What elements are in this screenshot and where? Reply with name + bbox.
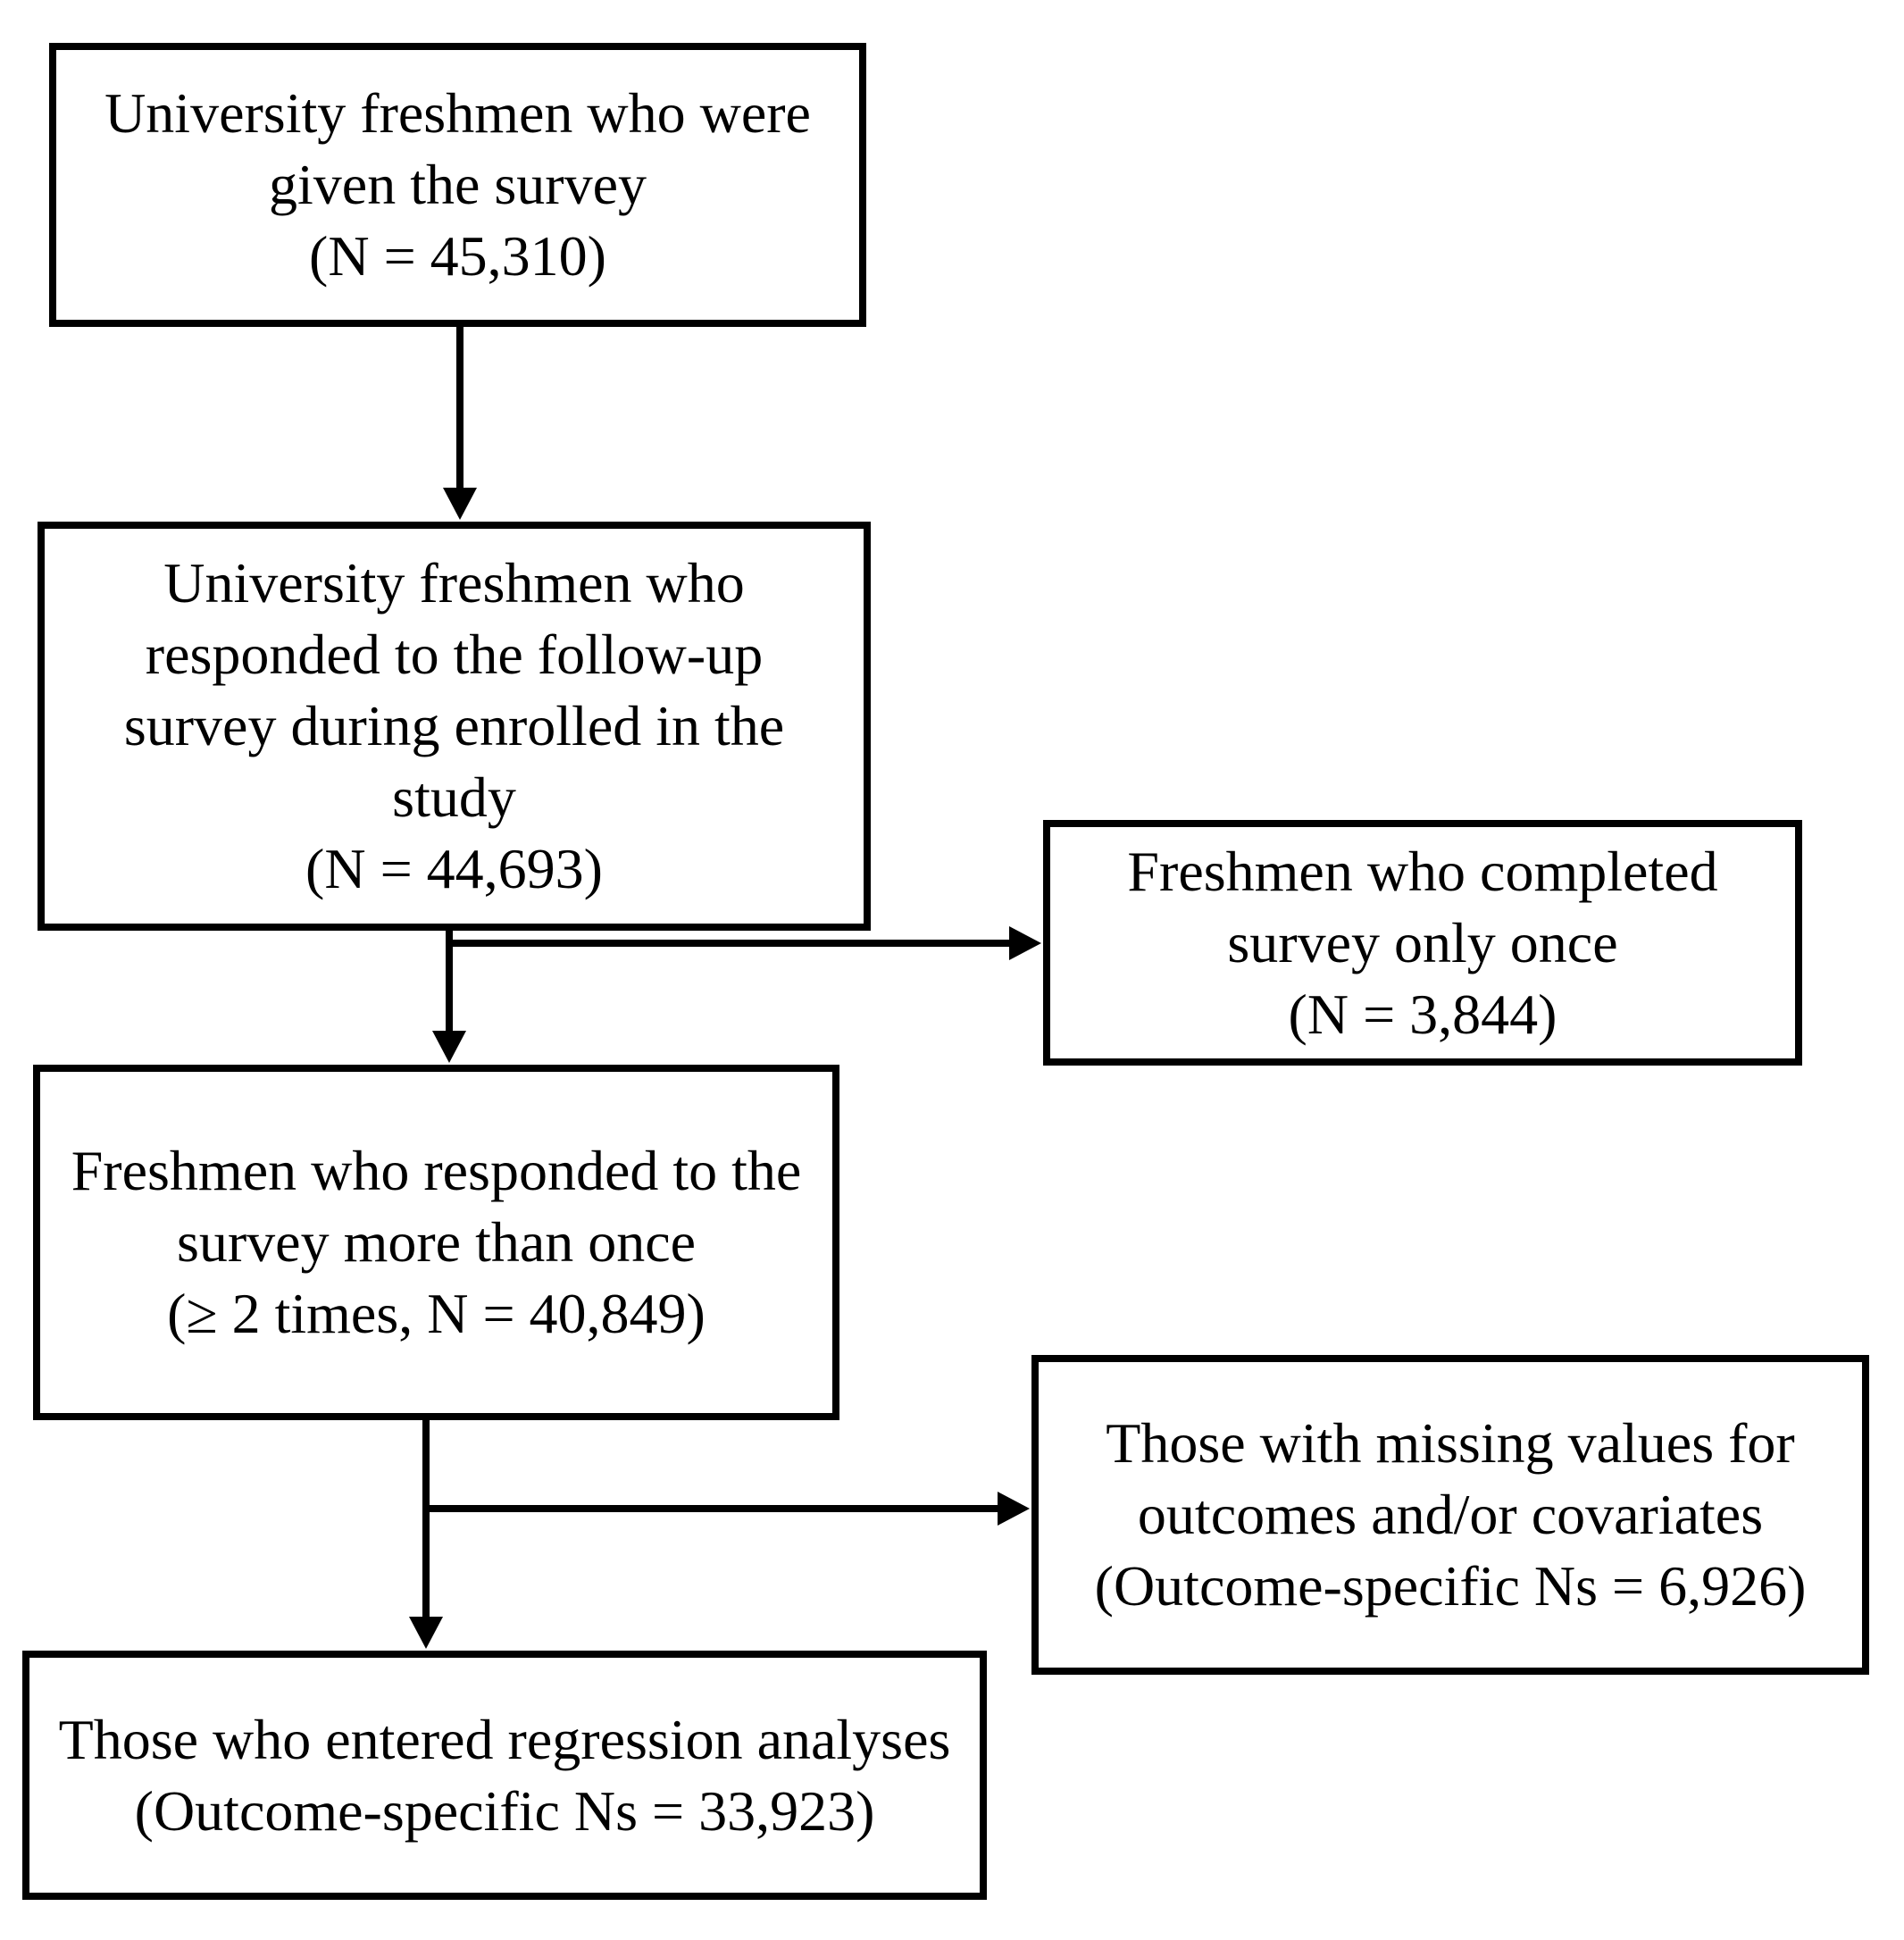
box-freshmen-given-survey: University freshmen who were given the s… bbox=[49, 43, 866, 327]
box-completed-survey-once: Freshmen who completed survey only once … bbox=[1043, 820, 1802, 1066]
arrow-responded-to-multiple bbox=[432, 931, 466, 1063]
arrow-multiple-to-regression bbox=[409, 1420, 443, 1649]
box-regression-analyses-text: Those who entered regression analyses (O… bbox=[58, 1707, 951, 1843]
box-regression-analyses: Those who entered regression analyses (O… bbox=[22, 1651, 987, 1900]
box-responded-followup-survey: University freshmen who responded to the… bbox=[38, 522, 871, 931]
box-completed-survey-once-text: Freshmen who completed survey only once … bbox=[1127, 839, 1718, 1046]
box-freshmen-given-survey-text: University freshmen who were given the s… bbox=[104, 81, 811, 288]
box-responded-more-than-once: Freshmen who responded to the survey mor… bbox=[33, 1065, 839, 1420]
box-missing-values-text: Those with missing values for outcomes a… bbox=[1094, 1411, 1807, 1618]
box-missing-values: Those with missing values for outcomes a… bbox=[1031, 1355, 1869, 1675]
box-responded-followup-survey-text: University freshmen who responded to the… bbox=[123, 551, 785, 900]
arrow-multiple-to-missing-values bbox=[426, 1492, 1030, 1526]
box-responded-more-than-once-text: Freshmen who responded to the survey mor… bbox=[71, 1139, 802, 1345]
arrow-responded-to-completed-once bbox=[449, 926, 1041, 960]
arrow-given-to-responded bbox=[443, 327, 477, 520]
